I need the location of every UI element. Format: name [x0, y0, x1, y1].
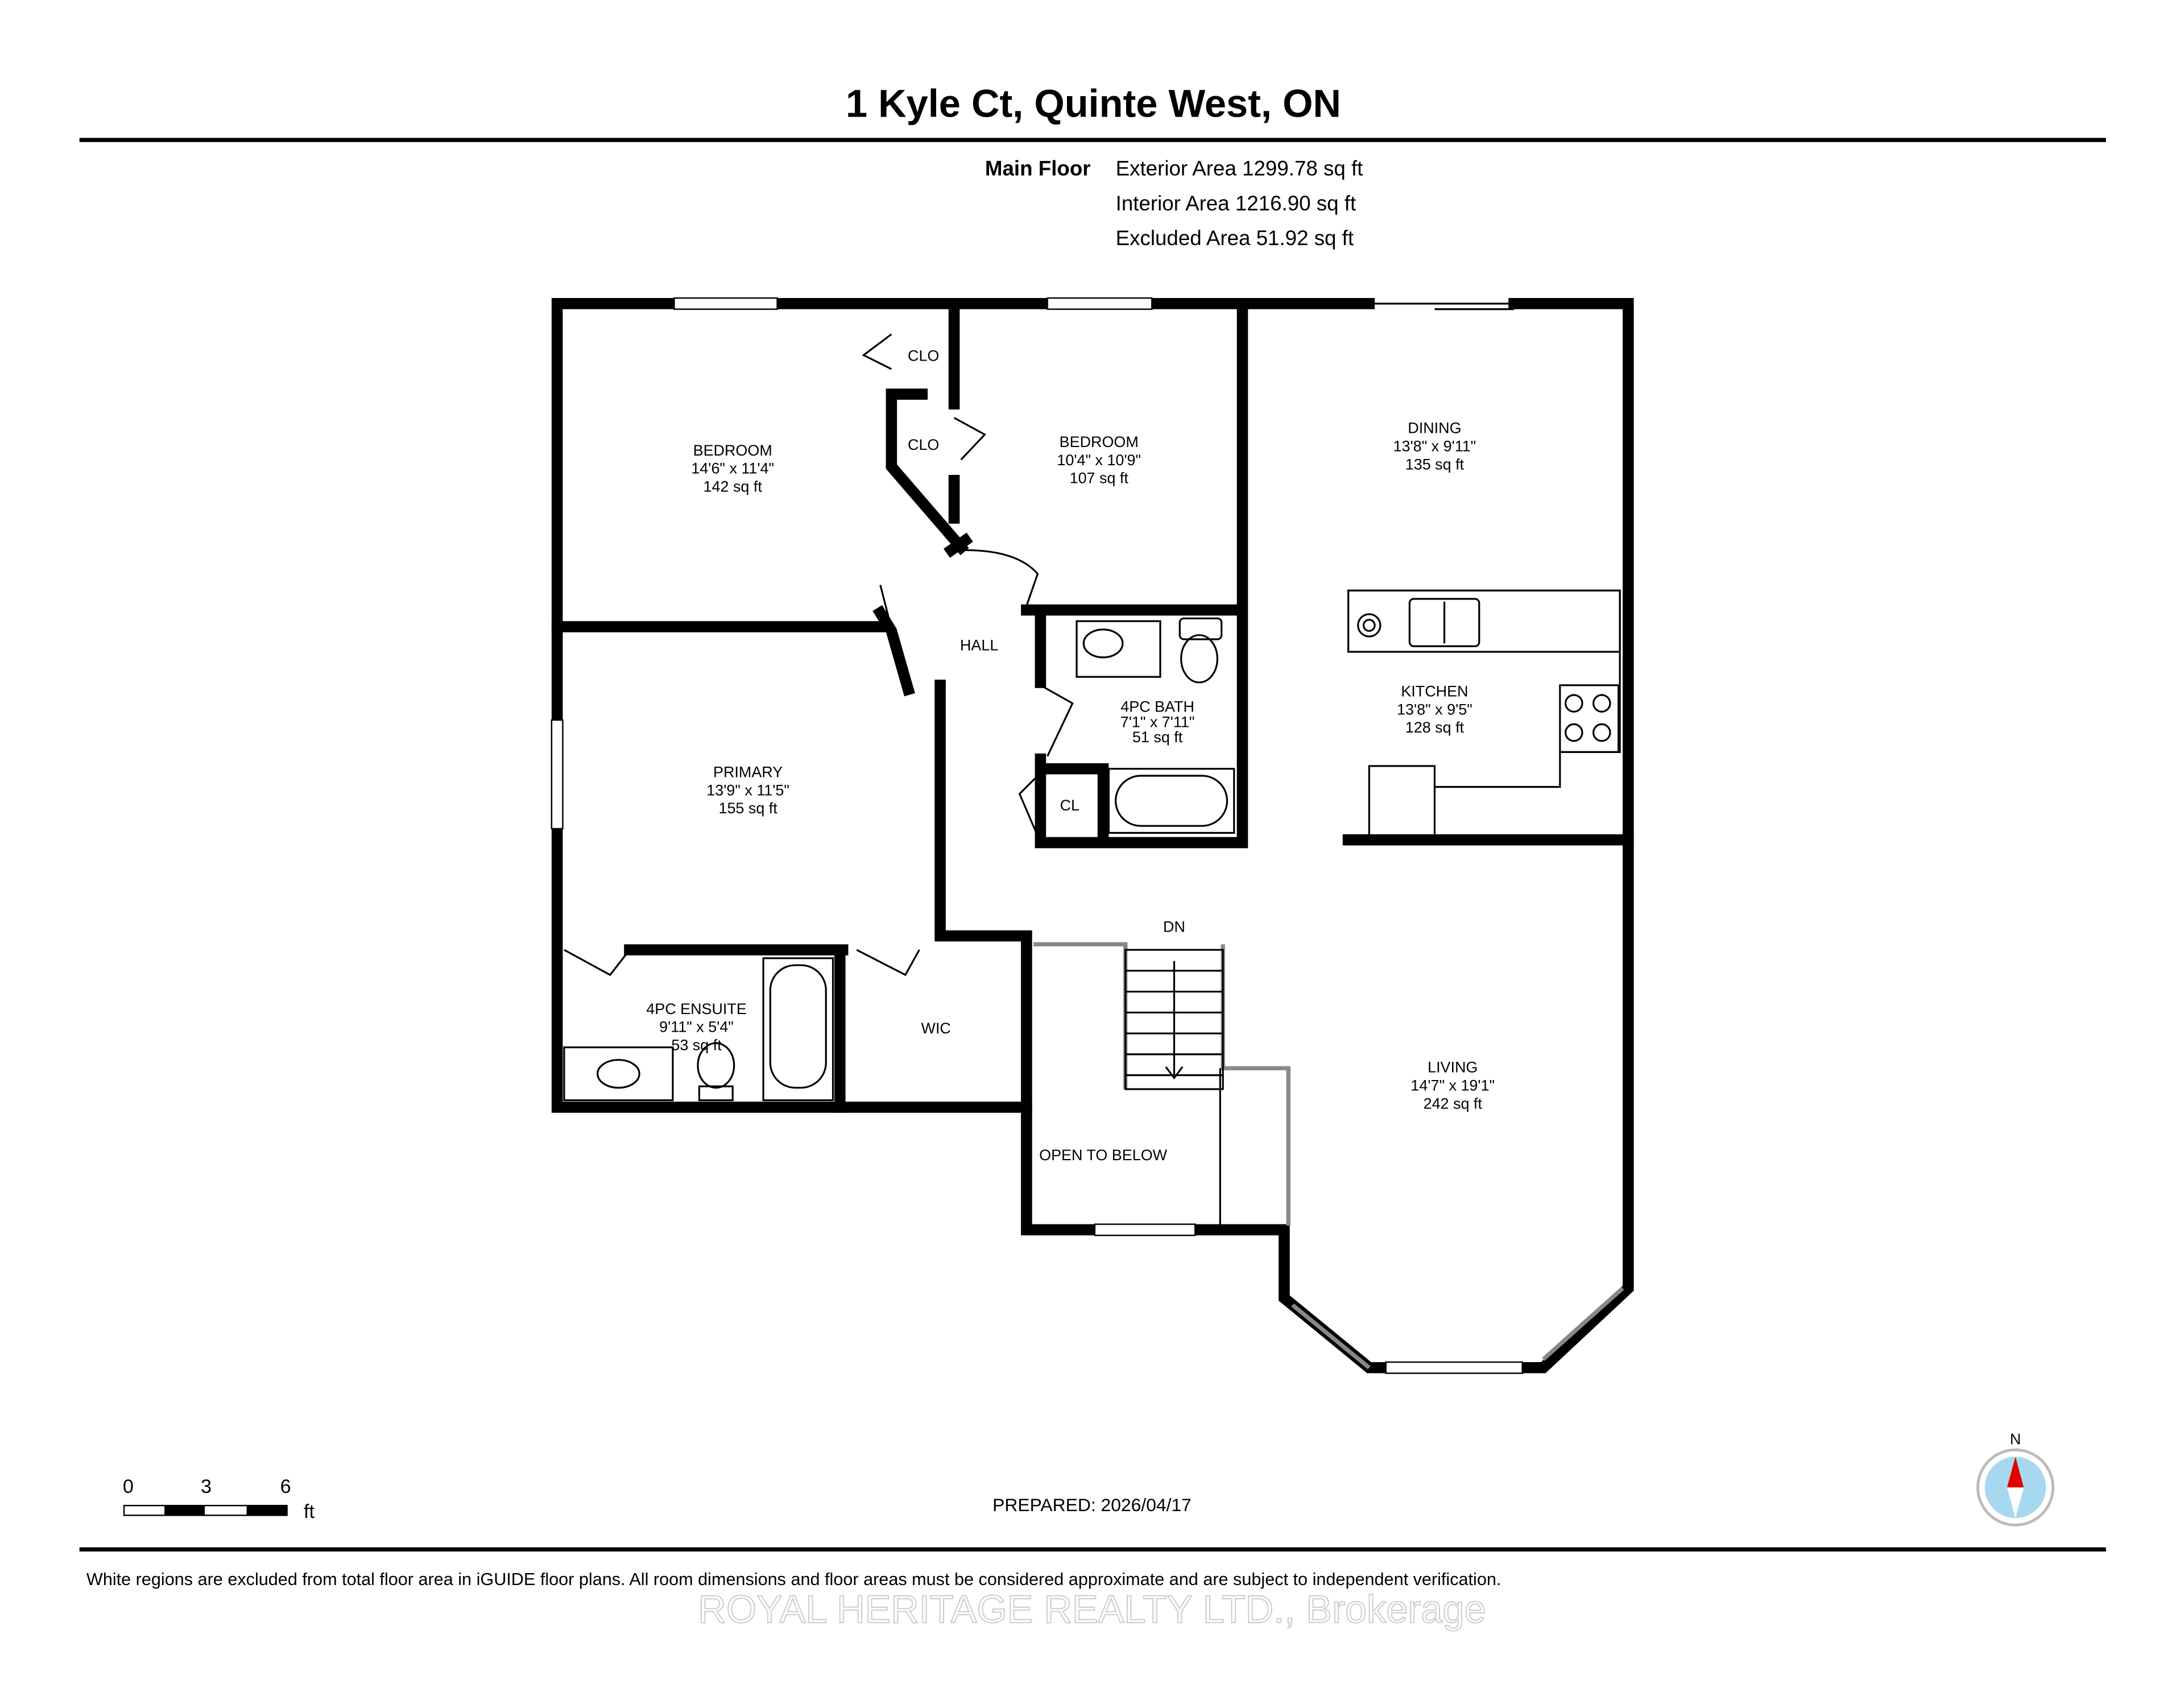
svg-text:242 sq ft: 242 sq ft: [1424, 1095, 1483, 1112]
excluded-area: Excluded Area 51.92 sq ft: [1116, 226, 1354, 250]
compass-icon: N: [1976, 1430, 2055, 1526]
svg-text:142 sq ft: 142 sq ft: [704, 478, 763, 495]
svg-text:7'1" x 7'11": 7'1" x 7'11": [1120, 713, 1195, 730]
svg-text:13'8" x 9'5": 13'8" x 9'5": [1397, 701, 1472, 718]
svg-text:4PC ENSUITE: 4PC ENSUITE: [646, 1000, 747, 1017]
svg-text:0: 0: [123, 1476, 134, 1497]
svg-text:ft: ft: [304, 1501, 315, 1522]
svg-text:4PC BATH: 4PC BATH: [1120, 698, 1194, 715]
room-living: LIVING 14'7" x 19'1" 242 sq ft: [1410, 1059, 1495, 1112]
room-4pc-bath: 4PC BATH 7'1" x 7'11" 51 sq ft: [1120, 698, 1195, 746]
svg-text:6: 6: [280, 1476, 291, 1497]
svg-text:107 sq ft: 107 sq ft: [1070, 470, 1129, 487]
room-primary: PRIMARY 13'9" x 11'5" 155 sq ft: [706, 763, 789, 817]
svg-text:DINING: DINING: [1408, 420, 1461, 437]
svg-text:14'7" x 19'1": 14'7" x 19'1": [1410, 1077, 1495, 1094]
closet-label-2: CLO: [908, 436, 939, 453]
hall-label: HALL: [960, 637, 998, 654]
stairs-down-label: DN: [1163, 918, 1185, 935]
fixtures: [563, 589, 1621, 1102]
walls: [551, 298, 1634, 1373]
svg-text:N: N: [2010, 1430, 2021, 1447]
svg-text:10'4" x 10'9": 10'4" x 10'9": [1057, 452, 1141, 469]
svg-text:135 sq ft: 135 sq ft: [1405, 456, 1465, 473]
header-rule: [79, 138, 2106, 142]
svg-text:BEDROOM: BEDROOM: [1060, 433, 1139, 450]
svg-text:BEDROOM: BEDROOM: [693, 442, 772, 459]
scale-bar: 0 3 6 ft: [123, 1476, 315, 1522]
staircase: [1033, 942, 1290, 1226]
svg-text:3: 3: [201, 1476, 212, 1497]
svg-text:14'6" x 11'4": 14'6" x 11'4": [691, 460, 774, 477]
closet-label-1: CLO: [908, 347, 939, 364]
svg-text:9'11" x 5'4": 9'11" x 5'4": [659, 1019, 734, 1036]
page-title: 1 Kyle Ct, Quinte West, ON: [846, 82, 1341, 126]
room-dining: DINING 13'8" x 9'11" 135 sq ft: [1393, 420, 1476, 473]
svg-text:13'8" x 9'11": 13'8" x 9'11": [1393, 437, 1476, 454]
watermark: ROYAL HERITAGE REALTY LTD., Brokerage: [698, 1587, 1486, 1631]
svg-text:155 sq ft: 155 sq ft: [718, 800, 777, 817]
windows: [551, 297, 1624, 1374]
closet-label-3: CL: [1060, 797, 1079, 814]
room-bedroom-3: BEDROOM 10'4" x 10'9" 107 sq ft: [1057, 433, 1141, 487]
prepared-date: PREPARED: 2026/04/17: [992, 1495, 1192, 1515]
svg-text:51 sq ft: 51 sq ft: [1132, 729, 1183, 746]
svg-text:128 sq ft: 128 sq ft: [1405, 719, 1465, 736]
room-kitchen: KITCHEN 13'8" x 9'5" 128 sq ft: [1397, 682, 1472, 736]
svg-text:KITCHEN: KITCHEN: [1401, 682, 1468, 700]
disclaimer: White regions are excluded from total fl…: [86, 1570, 1501, 1589]
room-4pc-ensuite: 4PC ENSUITE 9'11" x 5'4" 53 sq ft: [646, 1000, 747, 1054]
svg-text:PRIMARY: PRIMARY: [713, 763, 783, 780]
room-bedroom-2: BEDROOM 14'6" x 11'4" 142 sq ft: [691, 442, 774, 495]
svg-text:LIVING: LIVING: [1428, 1059, 1478, 1076]
floor-label: Main Floor: [985, 157, 1091, 180]
open-to-below-label: OPEN TO BELOW: [1039, 1147, 1167, 1164]
interior-area: Interior Area 1216.90 sq ft: [1116, 192, 1356, 215]
exterior-area: Exterior Area 1299.78 sq ft: [1116, 157, 1363, 180]
svg-text:53 sq ft: 53 sq ft: [671, 1036, 722, 1053]
doors: [564, 333, 1074, 977]
footer-rule: [79, 1547, 2106, 1552]
svg-text:13'9" x 11'5": 13'9" x 11'5": [706, 781, 789, 799]
wic-label: WIC: [921, 1020, 951, 1037]
